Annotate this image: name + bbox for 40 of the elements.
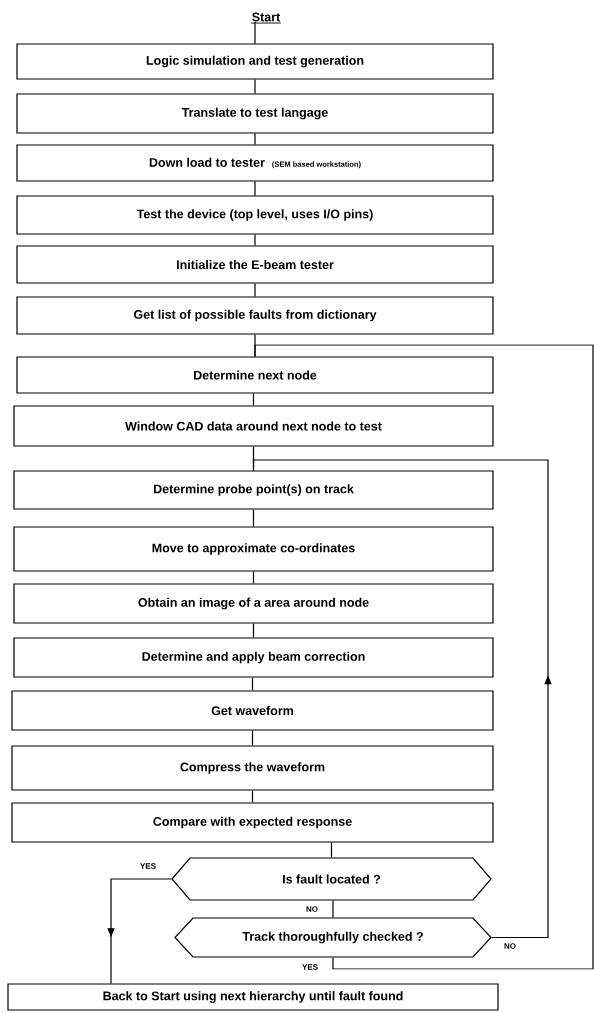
process-box: Back to Start using next hierarchy until fault found xyxy=(7,983,499,1011)
process-box: Get list of possible faults from dictionary xyxy=(16,296,494,335)
connector-line xyxy=(251,730,254,746)
process-box: Test the device (top level, uses I/O pins) xyxy=(16,195,494,235)
connector-line xyxy=(254,133,256,145)
process-box: Compare with expected response xyxy=(11,802,494,843)
process-box: Logic simulation and test generation xyxy=(16,43,494,80)
process-box: Obtain an image of a area around node xyxy=(13,583,494,624)
process-box: Initialize the E-beam tester xyxy=(16,245,494,284)
process-box: Compress the waveform xyxy=(11,745,494,791)
connector-line xyxy=(330,842,333,858)
process-box: Determine next node xyxy=(16,356,494,394)
connector-line xyxy=(254,181,256,196)
process-box: Determine probe point(s) on track xyxy=(13,470,494,510)
decision-hexagon: Track thoroughfully checked ? xyxy=(174,917,492,958)
start-label: Start xyxy=(252,12,281,22)
connector-line xyxy=(252,623,255,638)
process-box: Get waveform xyxy=(11,690,494,731)
edge-label: NO xyxy=(305,905,319,913)
connector-line xyxy=(107,878,172,984)
connector-line xyxy=(332,900,334,918)
connector-line xyxy=(251,677,254,691)
edge-label: YES xyxy=(139,862,157,870)
connector-line xyxy=(254,344,594,970)
decision-hexagon: Is fault located ? xyxy=(171,857,492,901)
connector-line xyxy=(251,790,254,803)
connector-line xyxy=(254,21,256,44)
connector-line xyxy=(254,283,256,297)
process-box: Window CAD data around next node to test xyxy=(13,405,494,447)
process-box: Determine and apply beam correction xyxy=(13,637,494,678)
connector-line xyxy=(254,79,256,94)
connector-line xyxy=(252,393,255,406)
connector-line xyxy=(252,571,255,584)
connector-line xyxy=(252,509,255,527)
connector-line xyxy=(254,234,256,246)
process-box: Move to approximate co-ordinates xyxy=(13,526,494,572)
process-box: Translate to test langage xyxy=(16,93,494,134)
connector-line xyxy=(252,459,552,939)
edge-label: NO xyxy=(503,942,517,950)
edge-label: YES xyxy=(301,963,319,971)
